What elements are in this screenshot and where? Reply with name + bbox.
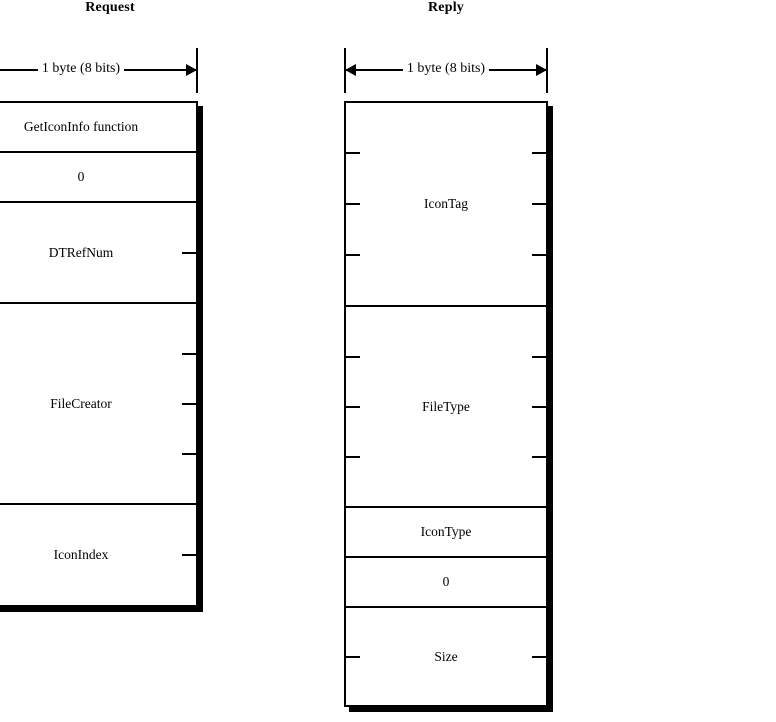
byte-tick xyxy=(346,254,360,256)
reply-field-filetype: FileType xyxy=(346,307,546,508)
ruler-endcap-right xyxy=(196,48,198,93)
byte-tick xyxy=(532,254,546,256)
field-label: IconTag xyxy=(423,196,469,211)
request-column-title: Request xyxy=(85,0,135,15)
ruler-endcap-right xyxy=(546,48,548,93)
byte-tick xyxy=(346,406,360,408)
byte-tick xyxy=(182,403,196,405)
byte-tick xyxy=(182,554,196,556)
ruler-arrowhead-right xyxy=(536,64,547,76)
byte-tick xyxy=(346,356,360,358)
request-field-iconindex: IconIndex xyxy=(0,505,196,605)
reply-field-size: Size xyxy=(346,608,546,705)
field-label: GetIconInfo function xyxy=(23,119,139,134)
byte-tick xyxy=(532,406,546,408)
request-field-zero: 0 xyxy=(0,153,196,203)
byte-tick xyxy=(532,203,546,205)
byte-tick xyxy=(346,656,360,658)
reply-packet-box: IconTag FileType IconType 0 Size xyxy=(344,101,548,707)
request-field-dtrefnum: DTRefNum xyxy=(0,203,196,304)
field-label: FileType xyxy=(422,398,470,414)
ruler-arrowhead-right xyxy=(186,64,197,76)
ruler-line-left xyxy=(346,69,418,71)
request-field-geticoninfo-function: GetIconInfo function xyxy=(0,103,196,153)
field-label: 0 xyxy=(77,169,85,184)
request-packet-box: GetIconInfo function 0 DTRefNum FileCrea… xyxy=(0,101,198,607)
field-label: 0 xyxy=(442,574,450,589)
ruler-line-right xyxy=(484,69,546,71)
reply-field-icontag: IconTag xyxy=(346,103,546,307)
field-label: Size xyxy=(434,648,458,664)
reply-field-zero: 0 xyxy=(346,558,546,608)
byte-tick xyxy=(346,203,360,205)
byte-tick xyxy=(182,353,196,355)
byte-tick xyxy=(182,252,196,254)
request-byte-ruler: 1 byte (8 bits) xyxy=(0,48,198,98)
byte-tick xyxy=(532,656,546,658)
reply-column-title: Reply xyxy=(428,0,464,15)
byte-tick xyxy=(182,453,196,455)
field-label: FileCreator xyxy=(50,395,112,411)
field-label: IconIndex xyxy=(53,547,109,562)
reply-byte-ruler: 1 byte (8 bits) xyxy=(344,48,548,98)
ruler-line-right xyxy=(118,69,196,71)
ruler-arrowhead-left xyxy=(345,64,356,76)
request-field-filecreator: FileCreator xyxy=(0,304,196,505)
byte-tick xyxy=(532,456,546,458)
field-label: IconType xyxy=(420,524,472,539)
field-label: DTRefNum xyxy=(48,244,114,260)
ruler-line-left xyxy=(0,69,54,71)
byte-tick xyxy=(346,456,360,458)
byte-tick xyxy=(532,356,546,358)
byte-tick xyxy=(346,152,360,154)
ruler-label: 1 byte (8 bits) xyxy=(37,60,125,77)
byte-tick xyxy=(532,152,546,154)
ruler-label: 1 byte (8 bits) xyxy=(402,60,490,77)
reply-field-icontype: IconType xyxy=(346,508,546,558)
